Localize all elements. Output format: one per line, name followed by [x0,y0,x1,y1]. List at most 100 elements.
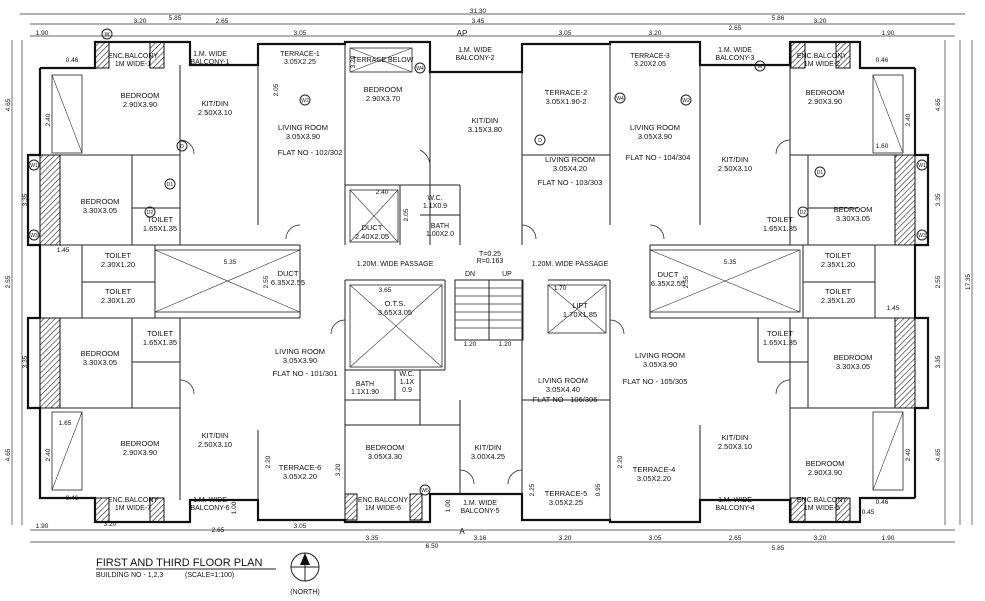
svg-text:1.00: 1.00 [231,501,238,514]
svg-text:2.30X1.20: 2.30X1.20 [101,260,135,269]
svg-text:3.65X3.05: 3.65X3.05 [378,308,412,317]
svg-text:W: W [758,64,763,70]
svg-text:LIVING ROOM: LIVING ROOM [278,123,328,132]
void-areas [51,47,904,491]
room-labels-bottom: ENC.BALCONY 1M WIDE-7 1.M. WIDE BALCONY-… [108,497,848,515]
svg-text:TERRACE BELOW: TERRACE BELOW [353,57,414,64]
svg-text:3.30X3.05: 3.30X3.05 [83,358,117,367]
svg-text:D1: D1 [817,170,824,176]
svg-text:2.05: 2.05 [273,83,280,96]
svg-text:W4: W4 [416,66,424,72]
svg-text:0.95: 0.95 [595,483,602,496]
svg-text:W1: W1 [30,163,38,169]
svg-text:2.30X1.20: 2.30X1.20 [101,296,135,305]
svg-text:FLAT NO - 102/302: FLAT NO - 102/302 [278,148,343,157]
svg-text:3.35: 3.35 [22,193,29,206]
tag-d-r: D [534,134,546,146]
svg-text:3.05X3.30: 3.05X3.30 [368,452,402,461]
svg-text:2.55: 2.55 [935,275,942,288]
tag-w2-r: W2 [680,94,692,106]
svg-text:W.C.: W.C. [427,195,442,202]
svg-text:1.1X0.9: 1.1X0.9 [423,203,447,210]
svg-text:BALCONY-6: BALCONY-6 [190,505,229,512]
title-block: FIRST AND THIRD FLOOR PLAN BUILDING NO -… [96,557,276,579]
svg-text:0.46: 0.46 [876,57,889,64]
svg-text:6.35X2.55: 6.35X2.55 [651,279,685,288]
svg-text:0.46: 0.46 [876,499,889,506]
svg-text:BEDROOM: BEDROOM [806,459,845,468]
svg-text:3.45: 3.45 [472,18,485,25]
svg-text:LIVING ROOM: LIVING ROOM [275,347,325,356]
svg-text:1.20: 1.20 [499,341,512,348]
svg-text:1.65X1.35: 1.65X1.35 [763,224,797,233]
svg-text:ENC.BALCONY: ENC.BALCONY [108,497,159,504]
svg-text:3.35: 3.35 [366,535,379,542]
svg-text:D2: D2 [800,210,807,216]
svg-text:TOILET: TOILET [767,329,794,338]
svg-text:2.40: 2.40 [905,448,912,461]
svg-text:1.M. WIDE: 1.M. WIDE [718,497,752,504]
svg-text:W1: W1 [918,163,926,169]
svg-text:5.86: 5.86 [772,15,785,22]
svg-text:3.05X3.90: 3.05X3.90 [643,360,677,369]
svg-text:TOILET: TOILET [767,215,794,224]
svg-text:DN: DN [465,271,475,278]
svg-text:2.55: 2.55 [263,275,270,288]
svg-text:4.65: 4.65 [935,98,942,111]
svg-text:KIT/DIN: KIT/DIN [722,155,749,164]
svg-text:3.20: 3.20 [649,30,662,37]
svg-text:TOILET: TOILET [147,215,174,224]
svg-text:1.20M. WIDE PASSAGE: 1.20M. WIDE PASSAGE [532,261,609,268]
svg-text:2.90X3.90: 2.90X3.90 [808,97,842,106]
svg-text:3.05X3.90: 3.05X3.90 [286,132,320,141]
svg-text:W5: W5 [421,488,429,494]
svg-text:TERRACE-2: TERRACE-2 [545,88,588,97]
svg-text:2.90X3.70: 2.90X3.70 [366,94,400,103]
svg-text:1M WIDE-6: 1M WIDE-6 [365,505,401,512]
svg-text:BEDROOM: BEDROOM [366,443,405,452]
svg-text:3.30X3.05: 3.30X3.05 [836,362,870,371]
svg-text:4.65: 4.65 [5,448,12,461]
svg-text:BALCONY-1: BALCONY-1 [190,59,229,66]
svg-text:1.00X2.0: 1.00X2.0 [426,231,454,238]
svg-text:2.50X3.10: 2.50X3.10 [198,440,232,449]
svg-text:3.20: 3.20 [350,55,357,68]
svg-text:2.90X3.90: 2.90X3.90 [123,100,157,109]
svg-text:2.55: 2.55 [683,275,690,288]
svg-text:31.30: 31.30 [470,8,487,15]
tag-d2: D2 [144,206,156,218]
svg-text:BALCONY-2: BALCONY-2 [455,55,494,62]
svg-text:2.50X3.10: 2.50X3.10 [718,164,752,173]
svg-text:LIVING ROOM: LIVING ROOM [635,351,685,360]
svg-text:2.20: 2.20 [265,455,272,468]
svg-text:LIVING ROOM: LIVING ROOM [538,376,588,385]
svg-text:3.20: 3.20 [335,463,342,476]
svg-text:D2: D2 [147,210,154,216]
svg-text:3.05X2.25: 3.05X2.25 [549,498,583,507]
svg-text:2.05: 2.05 [403,208,410,221]
svg-text:BEDROOM: BEDROOM [364,85,403,94]
svg-text:3.35: 3.35 [935,193,942,206]
svg-text:3.05X3.90: 3.05X3.90 [638,132,672,141]
svg-text:BEDROOM: BEDROOM [121,91,160,100]
svg-text:2.40: 2.40 [45,113,52,126]
svg-text:LIVING ROOM: LIVING ROOM [630,123,680,132]
svg-text:3.05X3.90: 3.05X3.90 [283,356,317,365]
svg-text:1.M. WIDE: 1.M. WIDE [463,500,497,507]
svg-text:BALCONY-4: BALCONY-4 [715,505,754,512]
svg-text:BATH: BATH [356,381,374,388]
svg-text:2.50X3.10: 2.50X3.10 [198,108,232,117]
svg-text:BEDROOM: BEDROOM [834,353,873,362]
staircase [454,279,524,341]
svg-text:1.70X1.85: 1.70X1.85 [563,310,597,319]
tag-w1-r: W1 [916,159,928,171]
svg-text:KIT/DIN: KIT/DIN [202,431,229,440]
svg-text:W3: W3 [30,233,38,239]
svg-text:ENC.BALCONY: ENC.BALCONY [797,497,848,504]
svg-text:TOILET: TOILET [147,329,174,338]
svg-text:1.45: 1.45 [57,247,70,254]
svg-text:DUCT: DUCT [278,269,299,278]
svg-text:1.20M. WIDE PASSAGE: 1.20M. WIDE PASSAGE [357,261,434,268]
svg-text:2.90X3.90: 2.90X3.90 [808,468,842,477]
svg-text:BEDROOM: BEDROOM [834,205,873,214]
